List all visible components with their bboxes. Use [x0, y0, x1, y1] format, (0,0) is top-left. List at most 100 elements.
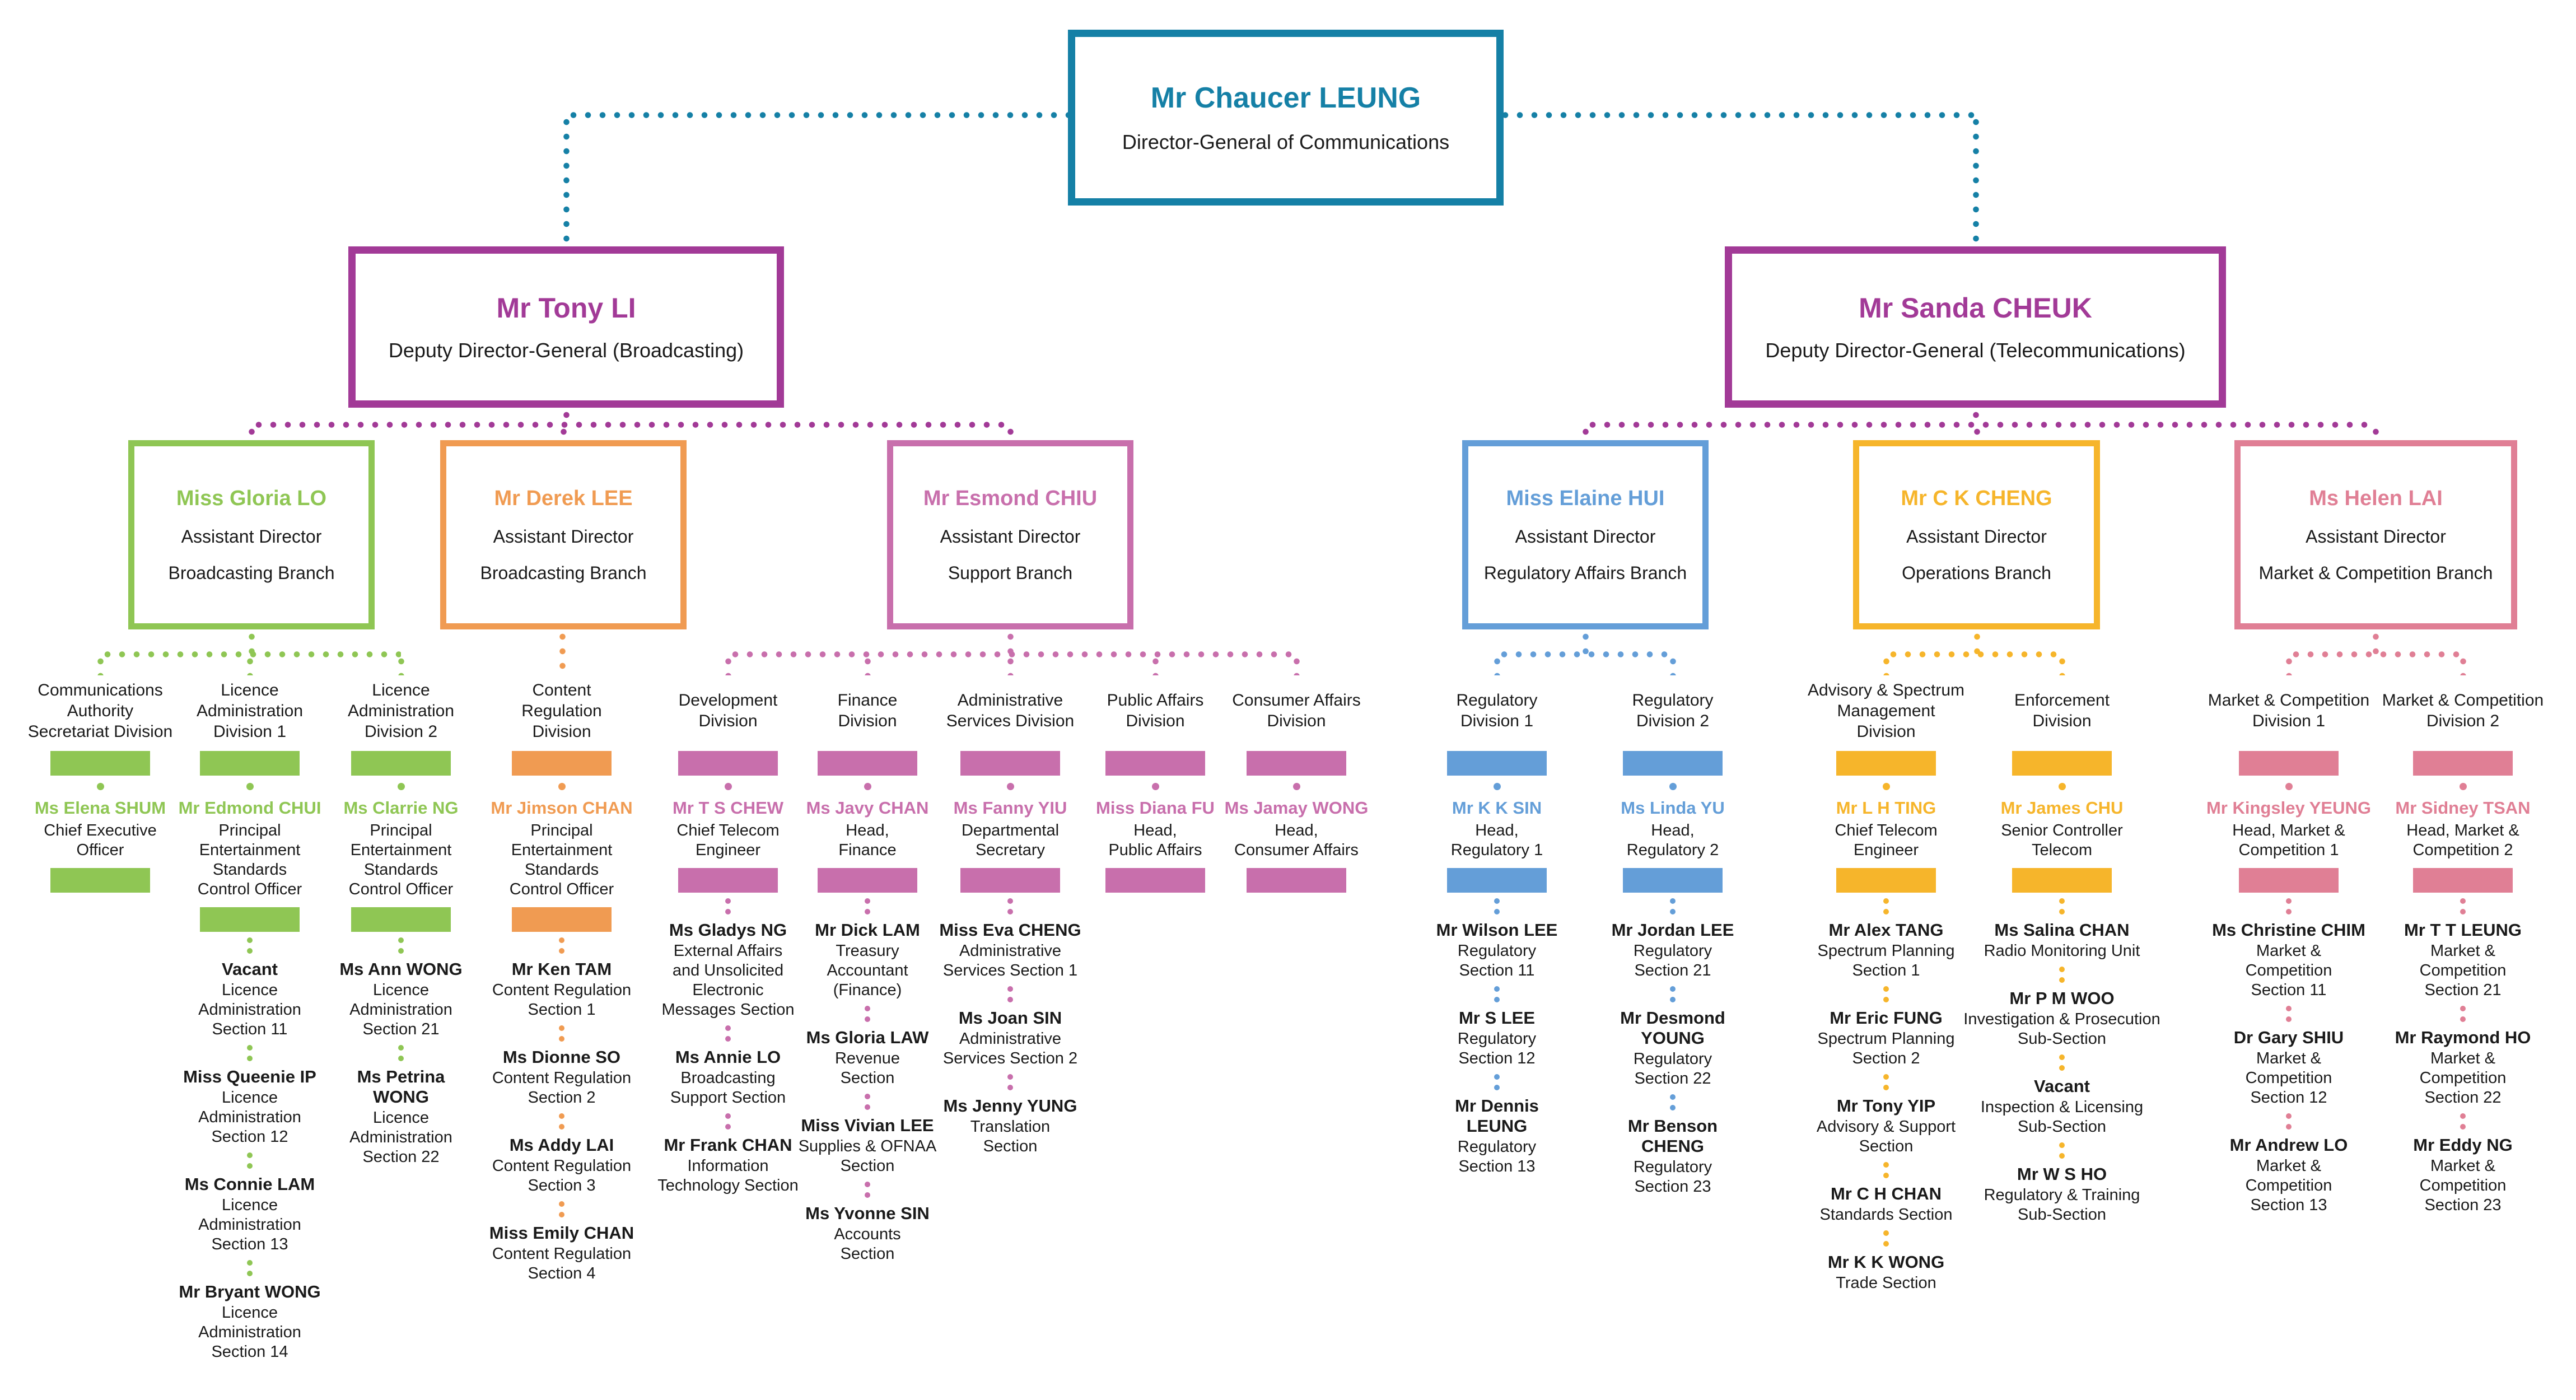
connector-line-teal: [563, 115, 570, 246]
staff-unit: Market & Competition Section 12: [2245, 1049, 2332, 1107]
staff-connector: [2379, 1113, 2547, 1130]
deputy-name: Mr Sanda CHEUK: [1859, 292, 2092, 324]
assistant-director-role: Assistant Director: [940, 526, 1081, 547]
connector-line-purple: [563, 408, 570, 424]
connector-line-purple: [560, 424, 567, 440]
division-bar: [512, 751, 612, 776]
staff-name: Mr Ken TAM: [511, 959, 612, 979]
connector-dot: [1493, 783, 1501, 790]
staff-connector: [177, 1045, 323, 1061]
connector-line-orchid: [1293, 654, 1300, 675]
head-role: Head, Market & Competition 2: [2406, 822, 2519, 859]
assistant-director-name: Mr C K CHENG: [1901, 486, 2052, 510]
connector-dot: [2460, 1016, 2466, 1022]
staff-connector: [2205, 1006, 2373, 1022]
connector-dot: [2460, 898, 2466, 904]
staff-name: Mr T T LEUNG: [2404, 920, 2522, 940]
director-general-name: Mr Chaucer LEUNG: [1150, 82, 1421, 114]
deputy-box: Mr Sanda CHEUK Deputy Director-General (T…: [1725, 246, 2226, 408]
head-name: Ms Jamay WONG: [1224, 798, 1369, 818]
staff-connector: [1939, 967, 2185, 983]
head-role: Departmental Secretary: [961, 822, 1060, 859]
staff-name: Ms Addy LAI: [509, 1135, 614, 1155]
division-label: Development Division: [678, 691, 778, 730]
staff-name: Vacant: [2034, 1076, 2090, 1096]
connector-dot: [725, 1124, 731, 1130]
staff-connector: [478, 1113, 646, 1130]
connector-dot: [1007, 898, 1013, 904]
staff-name: Ms Dionne SO: [502, 1047, 621, 1067]
staff-connector: [1424, 898, 1570, 914]
division-column: Communications Authority Secretariat Div…: [16, 675, 184, 893]
staff-unit: Information Technology Section: [657, 1157, 799, 1194]
division-bar: [1105, 751, 1205, 776]
staff-unit: Regulatory Section 11: [1457, 942, 1537, 979]
head-name: Miss Diana FU: [1096, 798, 1215, 818]
division-label: Consumer Affairs Division: [1232, 691, 1361, 730]
staff-unit: External Affairs and Unsolicited Electro…: [661, 942, 795, 1019]
assistant-director-branch: Broadcasting Branch: [480, 562, 647, 583]
connector-dot: [1883, 1074, 1889, 1080]
assistant-director-name: Ms Helen LAI: [2309, 486, 2443, 510]
connector-dot: [247, 1271, 253, 1276]
connector-dot: [1883, 986, 1889, 992]
connector-line-green: [246, 654, 254, 675]
connector-dot: [1670, 909, 1676, 914]
staff-name: Mr W S HO: [2017, 1164, 2107, 1184]
connector-line-rose: [2285, 654, 2293, 675]
connector-dot: [1883, 1162, 1889, 1168]
connector-dot: [2058, 783, 2066, 790]
connector-line-orchid: [1007, 654, 1014, 675]
division-bar: [1447, 751, 1547, 776]
staff-unit: Advisory & Support Section: [1816, 1118, 1956, 1155]
head-bar: [512, 907, 612, 932]
assistant-director-role: Assistant Director: [1515, 526, 1656, 547]
staff-name: Mr Raymond HO: [2395, 1028, 2531, 1047]
connector-dot: [1494, 1085, 1500, 1090]
connector-dot: [2286, 1016, 2292, 1022]
staff-name: Ms Ann WONG: [339, 959, 463, 979]
connector-dot: [1883, 909, 1889, 914]
head-name: Mr K K SIN: [1452, 798, 1542, 818]
deputy-title: Deputy Director-General (Telecommunicati…: [1765, 339, 2186, 362]
staff-connector: [783, 1006, 951, 1022]
connector-line-blue: [1494, 654, 1501, 675]
connector-line-rose: [2460, 654, 2467, 675]
staff-name: Mr S LEE: [1458, 1008, 1536, 1028]
connector-dot: [2059, 1142, 2065, 1148]
head-role: Principal Entertainment Standards Contro…: [509, 822, 614, 898]
division-label: Content Regulation Division: [521, 680, 602, 741]
staff-unit: Market & Competition Section 13: [2245, 1157, 2332, 1214]
staff-name: Ms Annie LO: [675, 1047, 781, 1067]
staff-unit: Regulatory & Training Sub-Section: [1984, 1186, 2140, 1224]
connector-dot: [2059, 967, 2065, 972]
division-label: Market & Competition Division 2: [2382, 691, 2544, 730]
staff-connector: [328, 1045, 474, 1061]
staff-connector: [2205, 898, 2373, 914]
connector-line-blue: [1582, 629, 1589, 654]
connector-dot: [1494, 1074, 1500, 1080]
staff-connector: [1939, 898, 2185, 914]
assistant-director-name: Mr Esmond CHIU: [923, 486, 1098, 510]
staff-unit: Market & Competition Section 23: [2419, 1157, 2507, 1214]
head-name: Ms Elena SHUM: [34, 798, 166, 818]
staff-unit: Trade Section: [1836, 1274, 1936, 1292]
staff-unit: Standards Section: [1819, 1206, 1953, 1224]
staff-name: Ms Christine CHIM: [2212, 920, 2365, 940]
staff-connector: [1791, 898, 1981, 914]
staff-connector: [926, 898, 1094, 914]
connector-dot: [1494, 898, 1500, 904]
staff-unit: Radio Monitoring Unit: [1984, 942, 2140, 960]
connector-line-purple: [1582, 424, 1589, 440]
connector-dot: [1670, 898, 1676, 904]
staff-unit: Licence Administration Section 12: [198, 1089, 301, 1146]
connector-dot: [864, 783, 871, 790]
staff-unit: Administrative Services Section 1: [942, 942, 1078, 979]
head-name: Ms Fanny YIU: [953, 798, 1067, 818]
